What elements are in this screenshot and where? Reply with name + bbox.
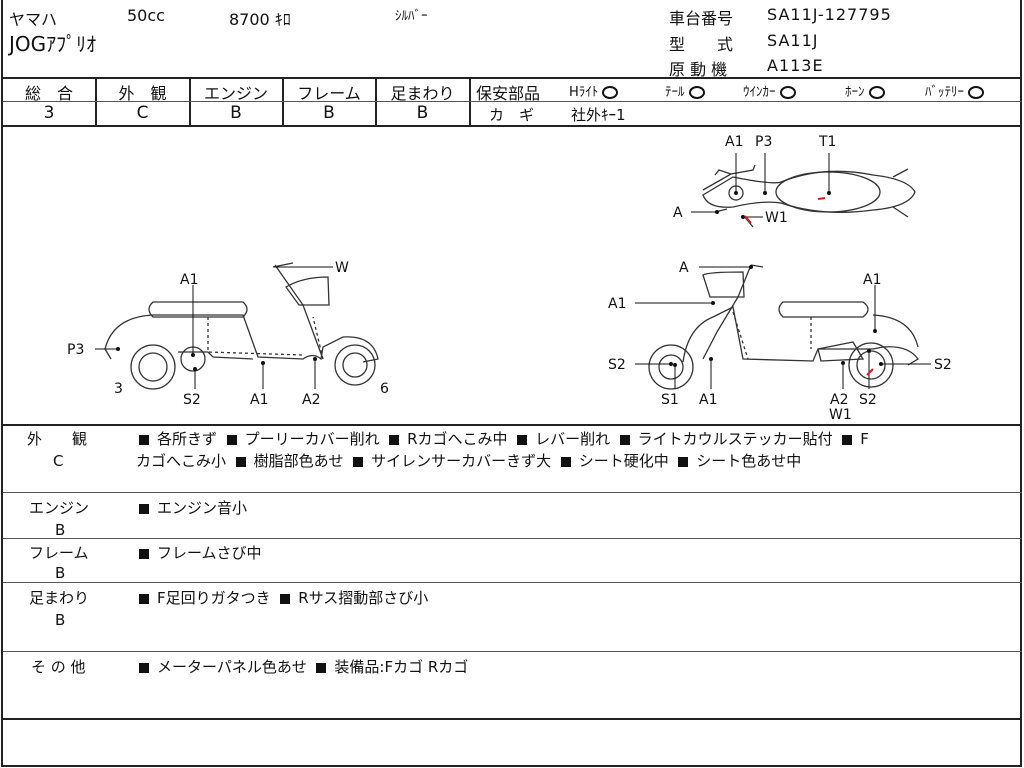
remark-cat-frame: フレーム (29, 544, 89, 562)
svg-text:S1: S1 (661, 392, 679, 408)
grade-value-overall: 3 (43, 103, 55, 123)
svg-text:S2: S2 (183, 392, 201, 408)
remark-grade-engine: B (55, 521, 66, 539)
svg-text:A1: A1 (725, 134, 743, 150)
remark-grade-suspension: B (55, 611, 66, 629)
ok-circle-icon (688, 86, 705, 99)
svg-text:A1: A1 (608, 296, 626, 312)
safety-label: 保安部品 (476, 84, 541, 103)
svg-text:A2: A2 (302, 392, 320, 408)
chassis-label: 車台番号 (669, 9, 734, 28)
remark-line-frame: フレームさび中 (139, 542, 262, 564)
remark-line-other: メーターパネル色あせ 装備品:Fカゴ Rカゴ (139, 656, 468, 678)
engine-value: A113E (767, 56, 824, 75)
safety-item-winker: ｳｲﾝｶｰ (743, 81, 796, 100)
svg-text:S2: S2 (859, 392, 877, 408)
remark-grade-exterior: C (53, 452, 64, 470)
ok-circle-icon (779, 86, 796, 99)
svg-text:A1: A1 (863, 272, 881, 288)
mileage: 8700 ｷﾛ (229, 10, 291, 29)
svg-text:P3: P3 (67, 342, 84, 358)
svg-text:T1: T1 (818, 134, 836, 150)
remark-line-suspension: F足回りガタつき Rサス摺動部さび小 (139, 587, 428, 609)
grade-label-suspension: 足まわり (390, 84, 455, 103)
diagram-labels: A1 P3 T1 A W1 A1 W P3 3 S2 A1 A2 6 A A1 … (67, 134, 952, 423)
svg-text:A2: A2 (830, 392, 848, 408)
svg-text:S2: S2 (934, 357, 952, 373)
safety-item-headlight: Hﾗｲﾄ (569, 81, 619, 100)
svg-text:W: W (335, 260, 349, 276)
svg-text:6: 6 (380, 381, 389, 397)
safety-item-horn: ﾎｰﾝ (845, 81, 885, 100)
grade-value-engine: B (230, 103, 242, 123)
svg-text:A1: A1 (250, 392, 268, 408)
maker: ヤマハ (9, 10, 58, 29)
ok-circle-icon (868, 86, 885, 99)
type-label: 型 式 (669, 35, 734, 54)
svg-text:A1: A1 (699, 392, 717, 408)
grade-value-suspension: B (416, 103, 429, 123)
grade-value-frame: B (323, 103, 335, 123)
svg-text:W1: W1 (829, 407, 852, 423)
svg-text:A1: A1 (180, 272, 198, 288)
svg-text:P3: P3 (755, 134, 772, 150)
color: ｼﾙﾊﾞｰ (395, 9, 428, 24)
safety-item-tail: ﾃｰﾙ (665, 81, 705, 100)
remark-line-engine: エンジン音小 (139, 497, 247, 519)
remark-line-exterior-2: カゴへこみ小 樹脂部色あせ サイレンサーカバーきず大 シート硬化中 シート色あせ… (136, 452, 802, 470)
model-name: JOGｱﾌﾟﾘｵ (9, 32, 97, 56)
remark-line-exterior-1: 各所きず プーリーカバー削れ Rカゴへこみ中 レバー削れ ライトカウルステッカー… (139, 428, 869, 450)
damage-diagram: A1 P3 T1 A W1 A1 W P3 3 S2 A1 A2 6 A A1 … (67, 134, 952, 423)
divider (3, 77, 1022, 79)
grade-label-engine: エンジン (203, 84, 268, 103)
remark-grade-frame: B (55, 564, 66, 582)
grade-label-exterior: 外 観 (118, 84, 167, 103)
safety-item-battery: ﾊﾞｯﾃﾘｰ (925, 81, 984, 100)
damage-mark (744, 197, 874, 376)
grade-label-overall: 総 合 (24, 84, 73, 103)
chassis-value: SA11J-127795 (767, 5, 892, 24)
type-value: SA11J (767, 31, 819, 50)
remark-cat-exterior: 外 観 (27, 430, 88, 448)
svg-text:A: A (679, 260, 689, 276)
grade-value-exterior: C (136, 103, 149, 123)
svg-text:S2: S2 (608, 357, 626, 373)
grade-label-frame: フレーム (297, 84, 361, 103)
displacement: 50cc (127, 6, 165, 25)
ok-circle-icon (968, 86, 984, 99)
ok-circle-icon (602, 86, 619, 99)
svg-text:3: 3 (114, 381, 123, 397)
remark-cat-other: そ の 他 (31, 658, 86, 676)
remark-cat-suspension: 足まわり (29, 589, 90, 607)
svg-text:A: A (673, 205, 683, 221)
engine-label: 原 動 機 (669, 60, 728, 79)
key-value: 社外ｷｰ1 (571, 106, 626, 124)
remark-cat-engine: エンジン (29, 499, 90, 517)
svg-text:W1: W1 (765, 210, 788, 226)
key-label: カ ギ (489, 106, 535, 124)
